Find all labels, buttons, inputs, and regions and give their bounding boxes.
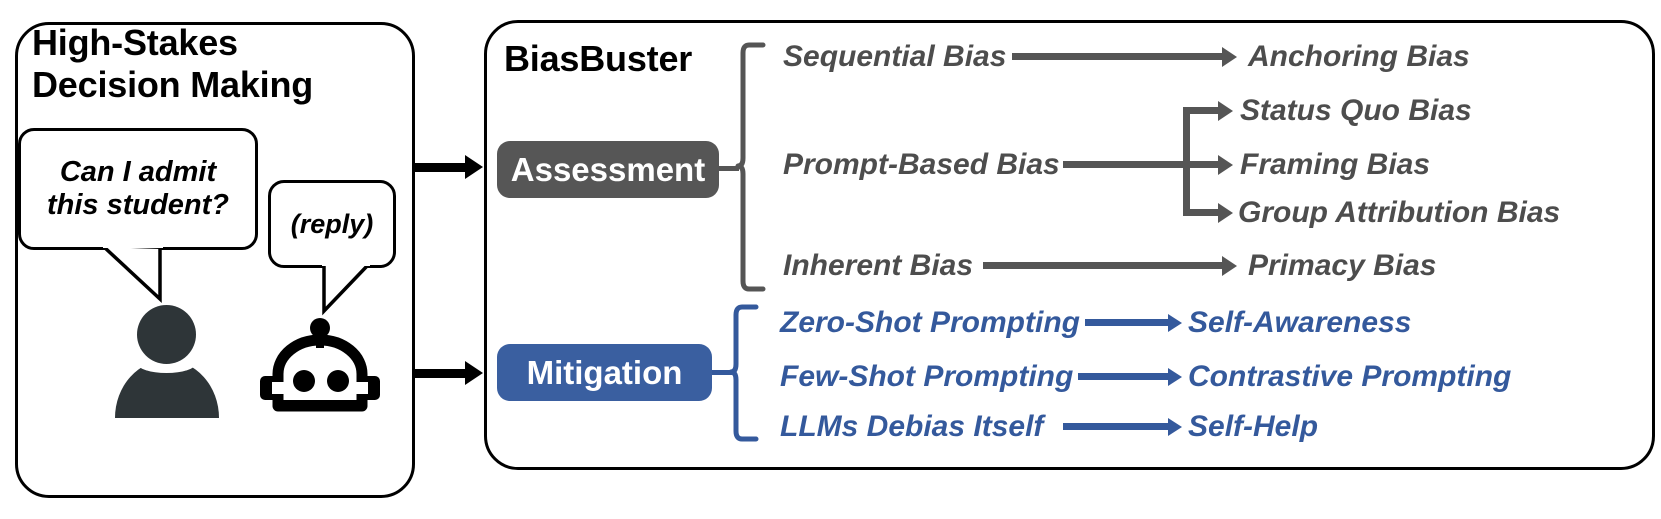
assessment-stem: [719, 166, 739, 171]
right-panel-title: BiasBuster: [504, 38, 693, 79]
node-inherent-bias: Inherent Bias: [783, 249, 974, 282]
assessment-brace: [735, 42, 766, 292]
node-zero-shot-prompting: Zero-Shot Prompting: [780, 306, 1080, 339]
badge-mitigation[interactable]: Mitigation: [497, 344, 712, 401]
bot-bubble-tail: [322, 261, 370, 316]
node-contrastive-prompting: Contrastive Prompting: [1188, 360, 1512, 393]
badge-assessment[interactable]: Assessment: [497, 141, 719, 198]
node-status-quo-bias: Status Quo Bias: [1240, 94, 1472, 127]
arrow-head-inherent-to-primacy: [1222, 256, 1237, 276]
user-speech-bubble: Can I admit this student?: [18, 128, 258, 250]
arrow-line-llms-to-self-help: [1063, 423, 1170, 430]
node-anchoring-bias: Anchoring Bias: [1248, 40, 1470, 73]
right-panel: [484, 20, 1655, 470]
node-framing-bias: Framing Bias: [1240, 148, 1431, 181]
node-self-help: Self-Help: [1188, 410, 1319, 443]
arrow-head-few-shot-to-contrastive: [1168, 368, 1182, 386]
node-sequential-bias: Sequential Bias: [783, 40, 1007, 73]
arrow-head-sequential-to-anchoring: [1222, 47, 1237, 67]
arrow-line-inherent-to-primacy: [983, 262, 1224, 269]
connector-arrow-assessment-head: [465, 155, 483, 179]
node-primacy-bias: Primacy Bias: [1248, 249, 1437, 282]
node-few-shot-prompting: Few-Shot Prompting: [780, 360, 1074, 393]
node-self-awareness: Self-Awareness: [1188, 306, 1412, 339]
left-panel-title: High-Stakes Decision Making: [32, 22, 314, 106]
mitigation-brace: [728, 304, 759, 442]
person-icon: [115, 305, 219, 418]
mitigation-stem: [712, 370, 732, 375]
robot-icon: [258, 318, 382, 422]
node-llms-debias-itself: LLMs Debias Itself: [780, 410, 1044, 443]
arrow-head-to-group-attribution: [1218, 203, 1233, 223]
person-head: [137, 305, 196, 364]
user-bubble-tail: [102, 243, 163, 304]
bot-speech-bubble: (reply): [268, 180, 396, 268]
arrow-line-to-group-attribution: [1183, 209, 1220, 216]
node-prompt-based-bias: Prompt-Based Bias: [783, 148, 1060, 181]
arrow-line-few-shot-to-contrastive: [1078, 373, 1170, 380]
arrow-head-llms-to-self-help: [1168, 418, 1182, 436]
arrow-head-to-framing: [1218, 155, 1233, 175]
connector-arrow-mitigation-line: [415, 369, 467, 378]
arrow-line-zero-shot-to-self-awareness: [1085, 319, 1170, 326]
arrow-line-to-framing: [1183, 161, 1220, 168]
arrow-line-to-status-quo: [1183, 107, 1220, 114]
node-group-attribution-bias: Group Attribution Bias: [1238, 196, 1561, 229]
arrow-head-to-status-quo: [1218, 101, 1233, 121]
connector-arrow-mitigation-head: [465, 361, 483, 385]
connector-arrow-assessment-line: [415, 163, 467, 172]
arrow-line-sequential-to-anchoring: [1012, 53, 1224, 60]
arrow-line-prompt-based-trunk: [1063, 161, 1188, 168]
arrow-head-zero-shot-to-self-awareness: [1168, 314, 1182, 332]
